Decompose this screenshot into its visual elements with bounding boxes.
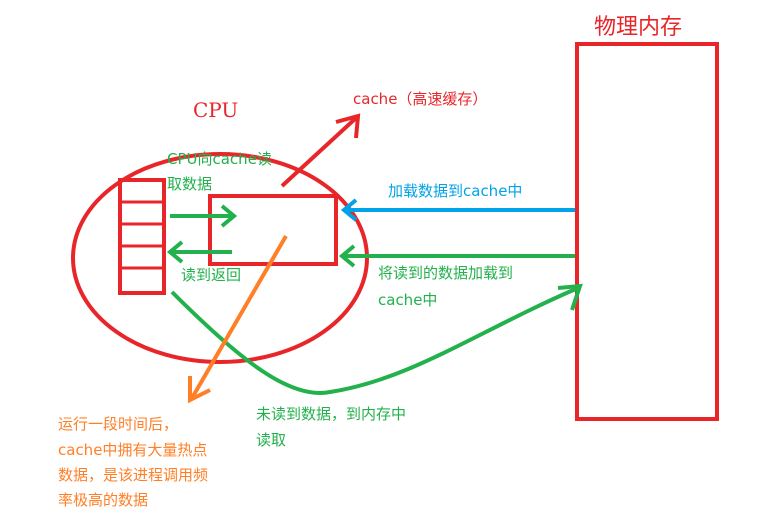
cache-pointer-arrow — [280, 113, 361, 188]
cache-box — [208, 194, 338, 266]
hot-data-line2: cache中拥有大量热点 — [58, 441, 207, 459]
write-label-line1: 将读到的数据加载到 — [378, 264, 513, 282]
miss-label-line2: 读取 — [256, 431, 286, 449]
cache-label: cache（高速缓存） — [353, 90, 487, 108]
write-arrow — [338, 244, 575, 268]
cpu-title: CPU — [193, 98, 238, 122]
read-request-arrow — [170, 204, 238, 228]
physical-memory-title: 物理内存 — [594, 15, 682, 40]
write-label-line2: cache中 — [378, 291, 437, 309]
miss-label-line1: 未读到数据，到内存中 — [256, 405, 406, 423]
miss-arrow — [170, 283, 583, 395]
physical-memory-box — [575, 42, 719, 421]
hot-data-line3: 数据，是该进程调用频 — [58, 466, 208, 484]
load-arrow — [340, 198, 575, 222]
return-arrow — [166, 240, 232, 264]
load-label: 加载数据到cache中 — [388, 182, 522, 200]
cpu-read-label-line1: CPU向cache读 — [167, 150, 272, 168]
hot-data-arrow — [188, 234, 288, 404]
cpu-ellipse — [71, 152, 369, 364]
hot-data-line4: 率极高的数据 — [58, 491, 148, 509]
hot-data-line1: 运行一段时间后， — [58, 415, 178, 433]
return-label: 读到返回 — [181, 266, 241, 284]
register-stack — [118, 178, 166, 295]
cpu-read-label-line2: 取数据 — [167, 175, 212, 193]
